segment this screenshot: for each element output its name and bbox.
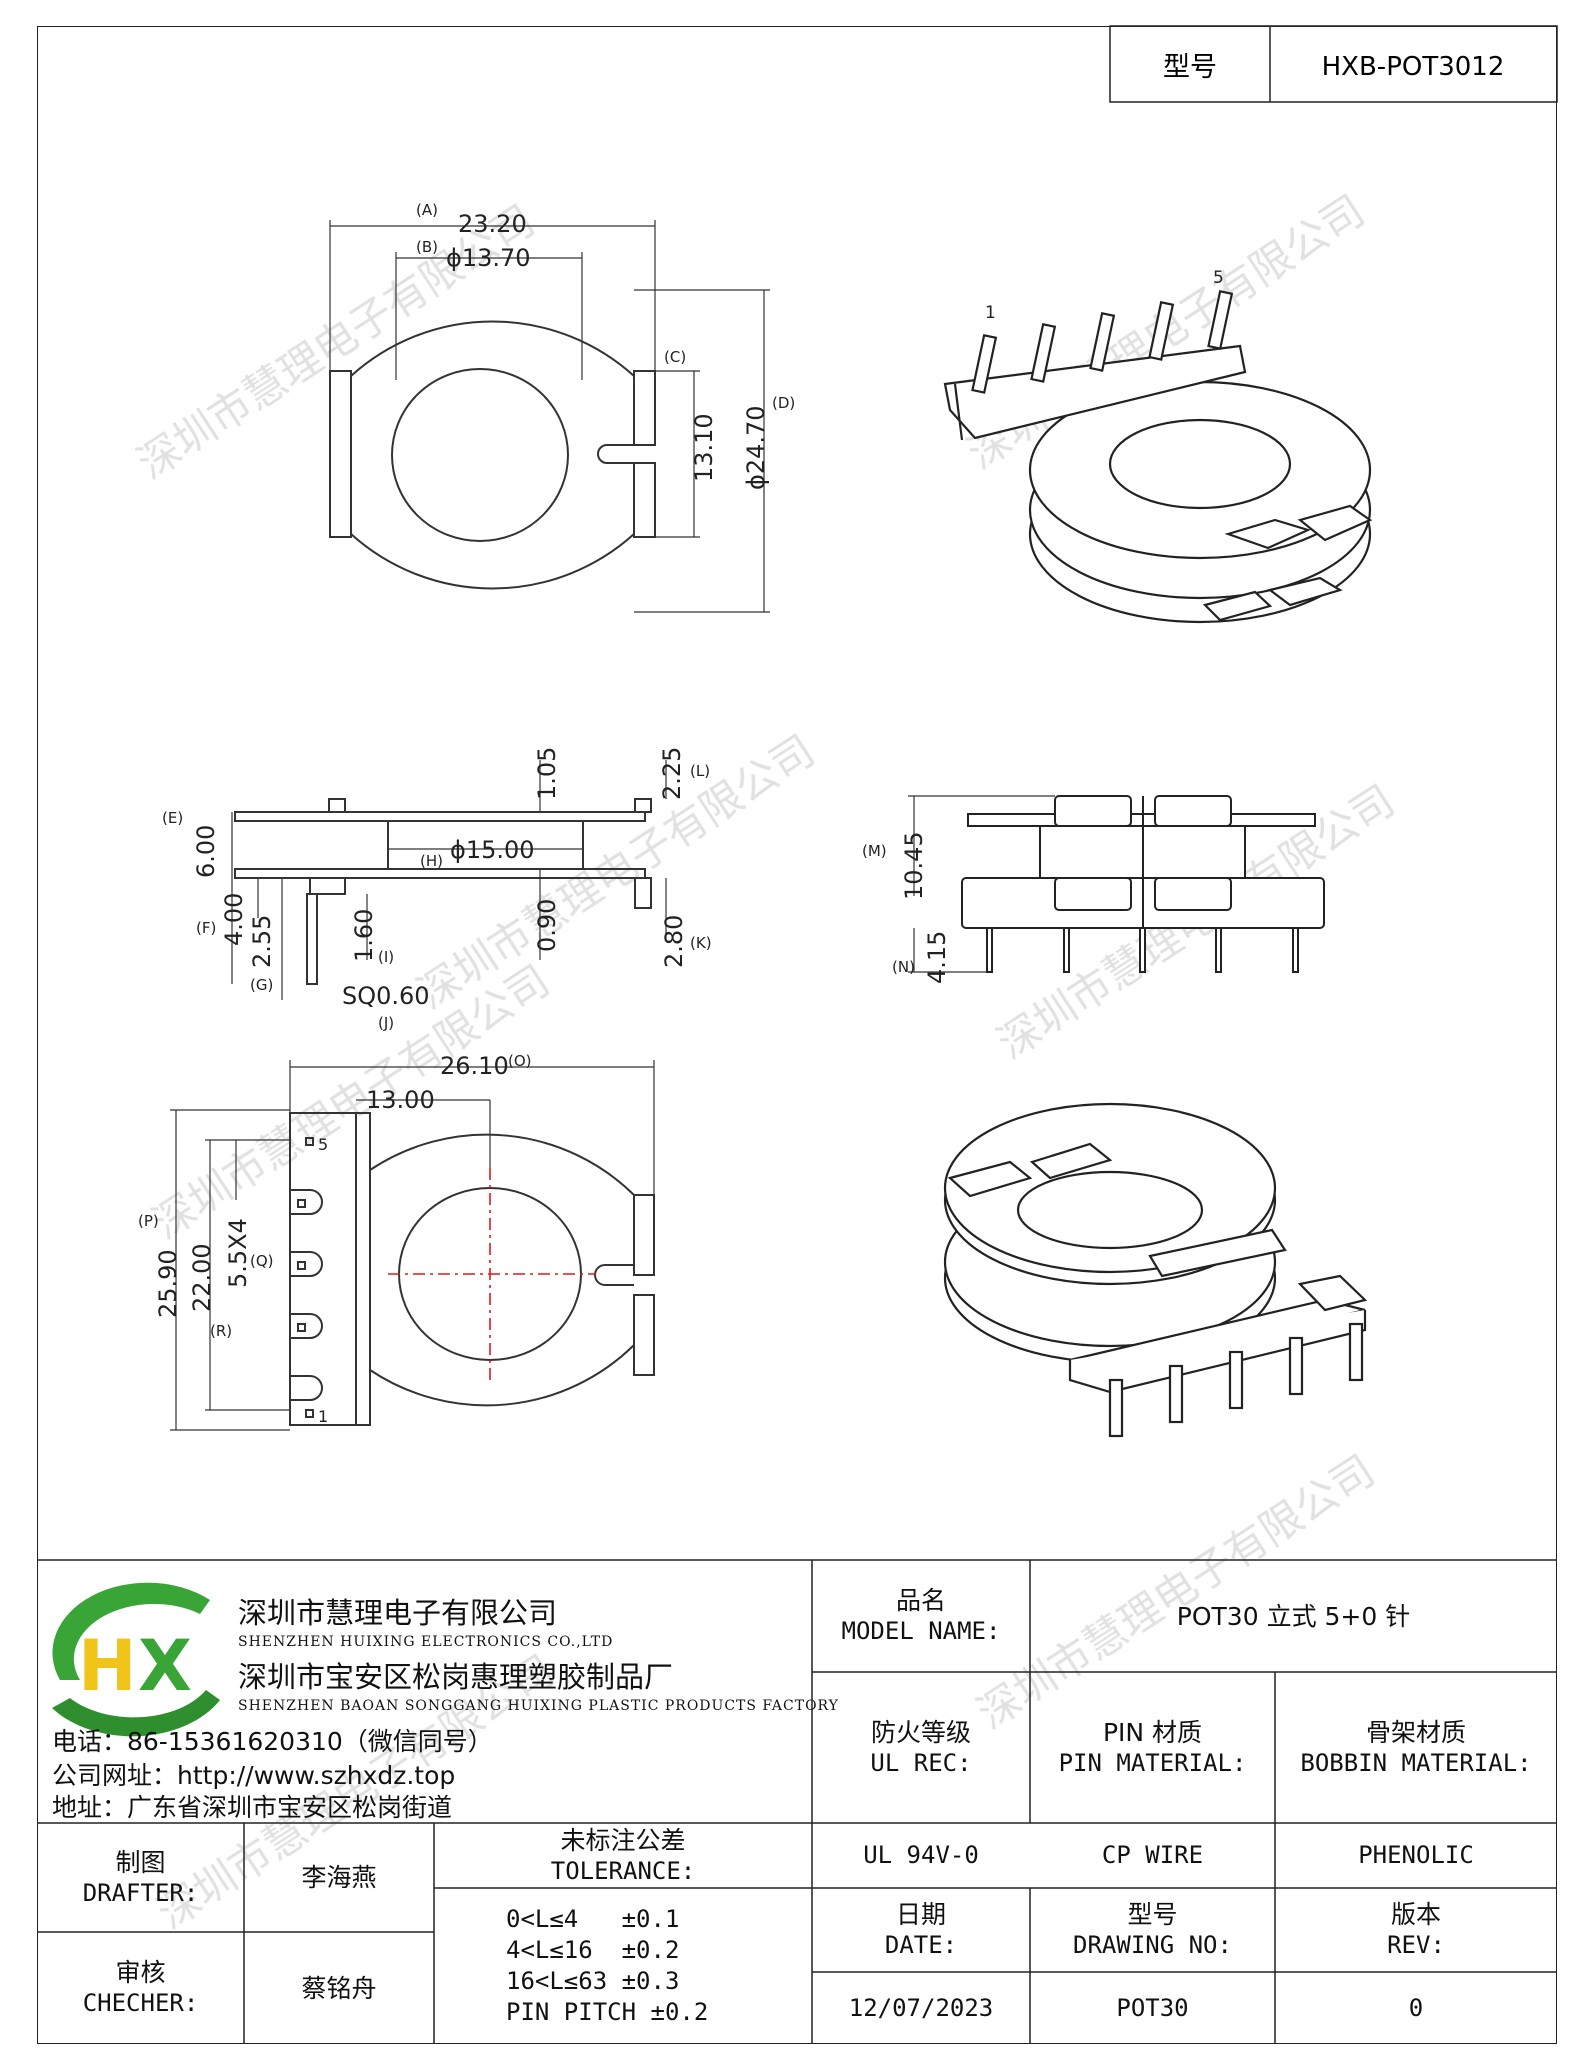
tag-f: (F) bbox=[196, 919, 216, 937]
side-view bbox=[234, 798, 652, 985]
company-name-cn-1: 深圳市慧理电子有限公司 bbox=[238, 1596, 558, 1630]
dim-q: 5.5X4 bbox=[224, 1218, 252, 1288]
company-phone: 电话：86-15361620310（微信同号） bbox=[52, 1727, 493, 1756]
dim-c: 13.10 bbox=[690, 413, 718, 482]
tag-c: (C) bbox=[664, 348, 686, 366]
drawing-no-value: POT30 bbox=[1116, 1993, 1189, 2022]
tag-i: (I) bbox=[378, 948, 394, 966]
dim-o: 26.10 bbox=[440, 1052, 509, 1080]
dim-h: ϕ15.00 bbox=[450, 836, 535, 864]
pin-material-value: CP WIRE bbox=[1101, 1841, 1204, 1869]
bottom-view-dims bbox=[170, 1060, 655, 1431]
dim-090: 0.90 bbox=[533, 899, 561, 952]
dim-l: 2.25 bbox=[658, 747, 686, 800]
bottom-pin-first: 1 bbox=[318, 1407, 328, 1426]
tag-b: (B) bbox=[416, 238, 438, 256]
company-name-en-2: SHENZHEN BAOAN SONGGANG HUIXING PLASTIC … bbox=[238, 1698, 839, 1714]
bottom-view bbox=[289, 1112, 655, 1426]
tag-o: (O) bbox=[508, 1052, 532, 1070]
svg-text:深圳市慧理电子有限公司: 深圳市慧理电子有限公司 bbox=[129, 196, 543, 489]
tag-l: (L) bbox=[690, 762, 710, 780]
dim-f: 4.00 bbox=[220, 893, 248, 946]
dim-g: 2.55 bbox=[248, 915, 276, 968]
bobbin-material-value: PHENOLIC bbox=[1358, 1841, 1474, 1869]
top-view-dims bbox=[329, 220, 770, 613]
date-value: 12/07/2023 bbox=[848, 1993, 994, 2022]
tag-r: (R) bbox=[210, 1322, 232, 1340]
logo-x: X bbox=[138, 1625, 192, 1707]
dim-b: ϕ13.70 bbox=[446, 244, 531, 272]
iso-pin-first: 1 bbox=[985, 303, 996, 323]
company-address: 地址：广东省深圳市宝安区松岗街道 bbox=[52, 1793, 453, 1822]
dim-13: 13.00 bbox=[366, 1086, 435, 1114]
dim-e: 6.00 bbox=[192, 825, 220, 878]
model-value: HXB-POT3012 bbox=[1322, 52, 1505, 82]
drafter-name: 李海燕 bbox=[301, 1863, 377, 1892]
dim-r: 22.00 bbox=[188, 1243, 216, 1312]
tag-j: (J) bbox=[378, 1014, 394, 1032]
svg-text:深圳市慧理电子有限公司: 深圳市慧理电子有限公司 bbox=[409, 726, 823, 1019]
tag-n: (N) bbox=[892, 958, 915, 976]
title-block-grid bbox=[37, 1559, 1557, 2044]
svg-text:H: H bbox=[78, 1625, 137, 1707]
bottom-pin-last: 5 bbox=[318, 1135, 328, 1154]
iso-view-top bbox=[943, 289, 1373, 624]
tag-p: (P) bbox=[138, 1212, 159, 1230]
drawing-sheet bbox=[37, 26, 1557, 2044]
dim-k: 2.80 bbox=[660, 915, 688, 968]
tolerance-list: 0<L≤4 ±0.1 4<L≤16 ±0.2 16<L≤63 ±0.3 PIN … bbox=[506, 1905, 709, 2026]
model-label: 型号 bbox=[1163, 52, 1217, 83]
iso-pin-last: 5 bbox=[1213, 268, 1224, 288]
dim-i: 1.60 bbox=[350, 909, 378, 962]
top-view bbox=[329, 320, 656, 590]
dim-n: 4.15 bbox=[923, 931, 951, 984]
front-view bbox=[961, 795, 1325, 973]
front-view-dims bbox=[908, 795, 1055, 973]
company-website: 公司网址：http://www.szhxdz.top bbox=[52, 1761, 456, 1790]
dim-a: 23.20 bbox=[458, 210, 527, 238]
tag-m: (M) bbox=[862, 842, 887, 860]
tag-a: (A) bbox=[416, 201, 438, 219]
company-name-en-1: SHENZHEN HUIXING ELECTRONICS CO.,LTD bbox=[238, 1634, 614, 1650]
dim-d: ϕ24.70 bbox=[742, 405, 770, 490]
center-crosshair bbox=[388, 1168, 596, 1380]
tag-k: (K) bbox=[690, 934, 712, 952]
dim-j: SQ0.60 bbox=[342, 982, 430, 1010]
rev-value: 0 bbox=[1408, 1993, 1424, 2022]
tag-q: (Q) bbox=[250, 1252, 274, 1270]
title-header bbox=[1109, 25, 1558, 103]
dim-p: 25.90 bbox=[154, 1249, 182, 1318]
checker-name: 蔡铭舟 bbox=[301, 1973, 377, 2003]
model-name-value: POT30 立式 5+0 针 bbox=[1176, 1601, 1411, 1631]
company-logo: H X bbox=[52, 1582, 220, 1737]
tag-g: (G) bbox=[250, 976, 273, 994]
dim-m: 10.45 bbox=[900, 831, 928, 900]
company-name-cn-2: 深圳市宝安区松岗惠理塑胶制品厂 bbox=[238, 1660, 674, 1694]
tag-d: (D) bbox=[772, 394, 795, 412]
tag-h: (H) bbox=[420, 852, 443, 870]
tag-e: (E) bbox=[162, 809, 183, 827]
dim-105: 1.05 bbox=[533, 747, 561, 800]
ul-rec-value: UL 94V-0 bbox=[863, 1841, 979, 1869]
side-view-dims bbox=[231, 760, 667, 1000]
iso-view-bottom bbox=[943, 1102, 1368, 1438]
